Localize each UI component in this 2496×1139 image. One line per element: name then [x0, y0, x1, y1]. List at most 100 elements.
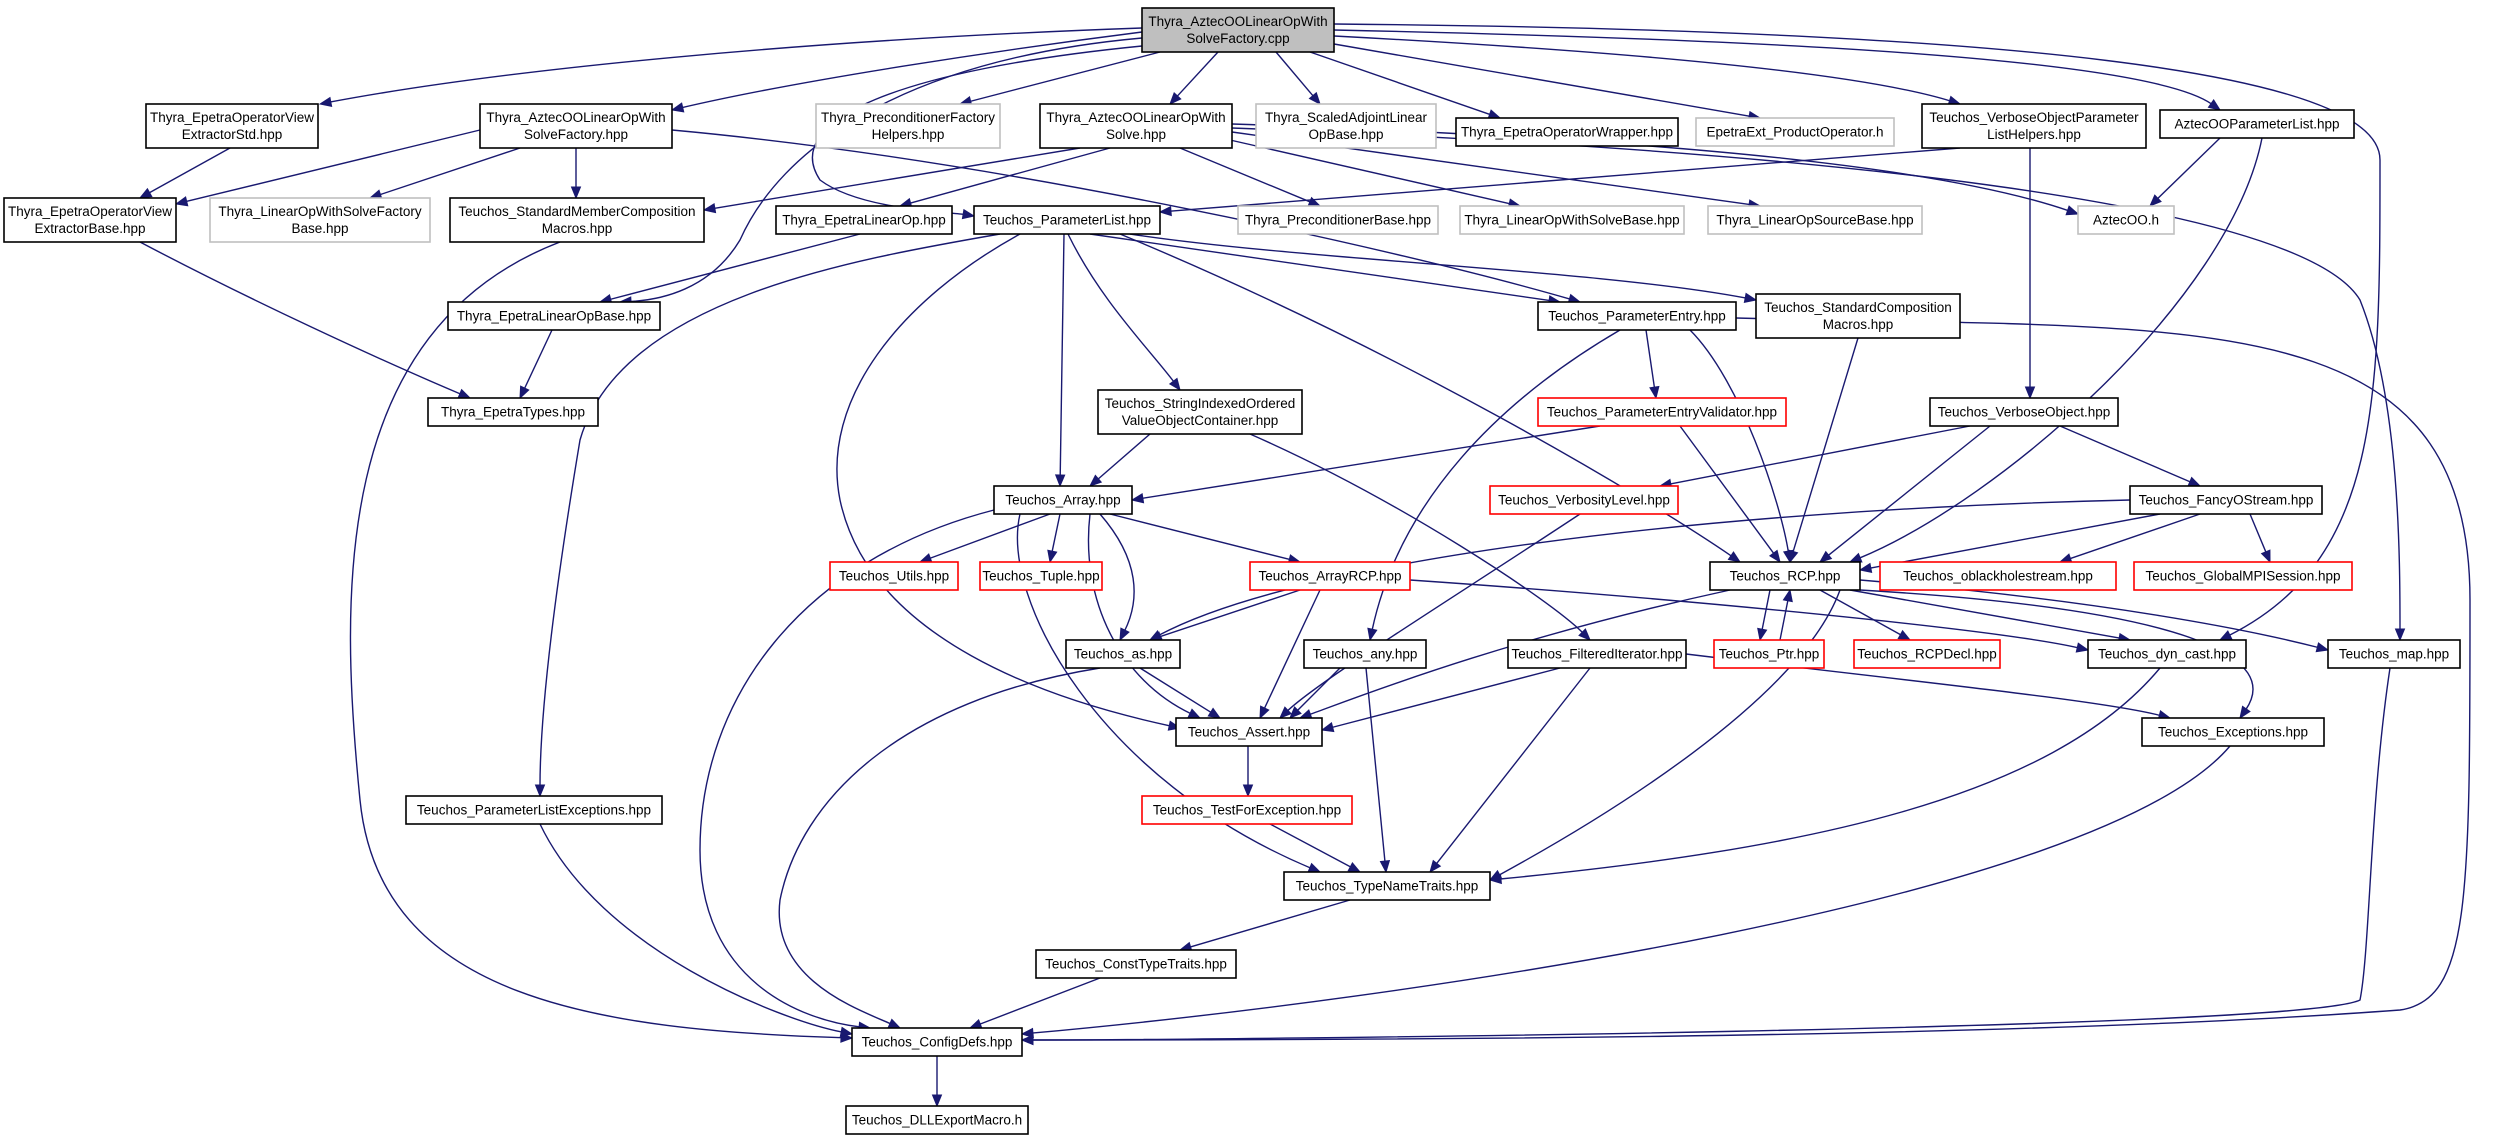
edge-n4-to-n15 — [1179, 147, 1322, 207]
node-label: Teuchos_ParameterEntryValidator.hpp — [1547, 405, 1777, 420]
file-node[interactable]: Teuchos_dyn_cast.hpp — [2087, 639, 2247, 669]
edge-n4-to-n16 — [1229, 139, 1522, 209]
edge-n21-to-n32 — [1788, 337, 1859, 564]
file-node[interactable]: Teuchos_any.hpp — [1303, 639, 1427, 669]
file-node[interactable]: Teuchos_ParameterEntryValidator.hpp — [1537, 397, 1787, 427]
file-node[interactable]: Teuchos_Ptr.hpp — [1713, 639, 1825, 669]
file-node[interactable]: Thyra_EpetraOperatorViewExtractorBase.hp… — [3, 197, 177, 243]
node-label: Teuchos_FancyOStream.hpp — [2139, 493, 2314, 508]
arrowhead-icon — [1347, 861, 1362, 873]
edge-n2-to-n12 — [570, 148, 582, 200]
edge-line — [1016, 513, 1312, 869]
file-node[interactable]: Thyra_LinearOpWithSolveBase.hpp — [1459, 205, 1685, 235]
edge-n28-to-n33 — [2058, 513, 2201, 564]
file-node[interactable]: Teuchos_as.hpp — [1065, 639, 1181, 669]
edge-n28-to-n32 — [1858, 513, 2161, 574]
node-box — [1141, 7, 1335, 53]
node-label: Thyra_PreconditionerFactory — [821, 110, 995, 125]
file-node[interactable]: Teuchos_ParameterListExceptions.hpp — [405, 795, 663, 825]
node-label: Teuchos_Assert.hpp — [1188, 725, 1310, 740]
file-node[interactable]: Teuchos_ConstTypeTraits.hpp — [1035, 949, 1237, 979]
arrowhead-icon — [2207, 99, 2222, 111]
file-node[interactable]: AztecOO.h — [2077, 205, 2175, 235]
file-node[interactable]: Teuchos_FilteredIterator.hpp — [1507, 639, 1687, 669]
edge-n13-to-n19 — [598, 233, 861, 305]
file-node[interactable]: AztecOOParameterList.hpp — [2159, 109, 2355, 139]
file-node[interactable]: Thyra_LinearOpSourceBase.hpp — [1707, 205, 1923, 235]
edge-n36-to-n42 — [1289, 667, 1341, 719]
file-node[interactable]: Teuchos_VerbosityLevel.hpp — [1489, 485, 1679, 515]
edge-line — [523, 329, 553, 390]
file-node[interactable]: Teuchos_ArrayRCP.hpp — [1249, 561, 1411, 591]
file-node[interactable]: Teuchos_ParameterList.hpp — [973, 205, 1161, 235]
file-node[interactable]: Thyra_AztecOOLinearOpWithSolveFactory.hp… — [479, 103, 673, 149]
node-box — [829, 561, 959, 591]
edge-line — [185, 129, 481, 203]
file-node[interactable]: Teuchos_TestForException.hpp — [1141, 795, 1353, 825]
file-node[interactable]: Teuchos_RCP.hpp — [1709, 561, 1861, 591]
arrowhead-icon — [931, 1094, 943, 1108]
file-node[interactable]: Thyra_PreconditionerBase.hpp — [1237, 205, 1439, 235]
edge-n32-to-n38 — [1757, 589, 1771, 642]
file-node[interactable]: Teuchos_StringIndexedOrderedValueObjectC… — [1097, 389, 1303, 435]
node-box — [2133, 561, 2353, 591]
file-node[interactable]: Teuchos_ParameterEntry.hpp — [1537, 301, 1737, 331]
node-label: Teuchos_DLLExportMacro.h — [852, 1113, 1022, 1128]
file-node[interactable]: Teuchos_Assert.hpp — [1175, 717, 1323, 747]
node-box — [2087, 639, 2247, 669]
file-node[interactable]: Teuchos_Utils.hpp — [829, 561, 959, 591]
file-node[interactable]: Teuchos_StandardMemberCompositionMacros.… — [449, 197, 705, 243]
file-node[interactable]: Thyra_AztecOOLinearOpWithSolveFactory.cp… — [1141, 7, 1335, 53]
edge-n14-to-n23 — [1067, 233, 1181, 392]
edge-line — [1129, 233, 1747, 299]
node-label: Teuchos_ParameterList.hpp — [983, 213, 1151, 228]
file-node[interactable]: Teuchos_oblackholestream.hpp — [1879, 561, 2117, 591]
file-node[interactable]: Teuchos_FancyOStream.hpp — [2129, 485, 2323, 515]
edge-line — [329, 27, 1143, 103]
file-node[interactable]: Teuchos_GlobalMPISession.hpp — [2133, 561, 2353, 591]
file-node[interactable]: Teuchos_Array.hpp — [993, 485, 1133, 515]
edge-line — [1333, 29, 2213, 105]
file-node[interactable]: Teuchos_Exceptions.hpp — [2141, 717, 2325, 747]
file-node[interactable]: Thyra_EpetraTypes.hpp — [427, 397, 599, 427]
node-box — [1537, 397, 1787, 427]
edge-line — [1499, 667, 2161, 880]
edge-line — [1031, 667, 2391, 1041]
arrowhead-icon — [1367, 627, 1378, 642]
node-box — [1879, 561, 2117, 591]
arrowhead-icon — [2239, 705, 2251, 720]
edge-n46-to-n47 — [1178, 899, 1351, 952]
edge-n10-to-n22 — [139, 241, 472, 399]
file-node[interactable]: EpetraExt_ProductOperator.h — [1695, 117, 1895, 147]
edge-n31-to-n42 — [1259, 589, 1321, 720]
node-box — [1303, 639, 1427, 669]
node-label: Teuchos_ParameterListExceptions.hpp — [417, 803, 651, 818]
file-node[interactable]: Thyra_EpetraLinearOp.hpp — [775, 205, 953, 235]
file-node[interactable]: Teuchos_VerboseObjectParameterListHelper… — [1921, 103, 2147, 149]
file-node[interactable]: Teuchos_DLLExportMacro.h — [845, 1105, 1029, 1135]
node-box — [1255, 103, 1437, 149]
arrowhead-icon — [918, 553, 933, 563]
edge-line — [1365, 667, 1386, 863]
file-node[interactable]: Teuchos_RCPDecl.hpp — [1853, 639, 2001, 669]
node-box — [1237, 205, 1439, 235]
node-label: OpBase.hpp — [1308, 127, 1383, 142]
edge-line — [1792, 337, 1859, 553]
file-node[interactable]: Teuchos_TypeNameTraits.hpp — [1283, 871, 1491, 901]
file-node[interactable]: Teuchos_ConfigDefs.hpp — [851, 1027, 1023, 1057]
file-node[interactable]: Thyra_EpetraLinearOpBase.hpp — [447, 301, 661, 331]
node-label: Teuchos_any.hpp — [1313, 647, 1418, 662]
node-box — [2077, 205, 2175, 235]
file-node[interactable]: Teuchos_map.hpp — [2327, 639, 2461, 669]
file-node[interactable]: Thyra_EpetraOperatorWrapper.hpp — [1455, 117, 1679, 147]
file-node[interactable]: Teuchos_Tuple.hpp — [979, 561, 1103, 591]
file-node[interactable]: Teuchos_VerboseObject.hpp — [1929, 397, 2119, 427]
edge-line — [1849, 589, 2121, 639]
arrowhead-icon — [1429, 859, 1442, 874]
